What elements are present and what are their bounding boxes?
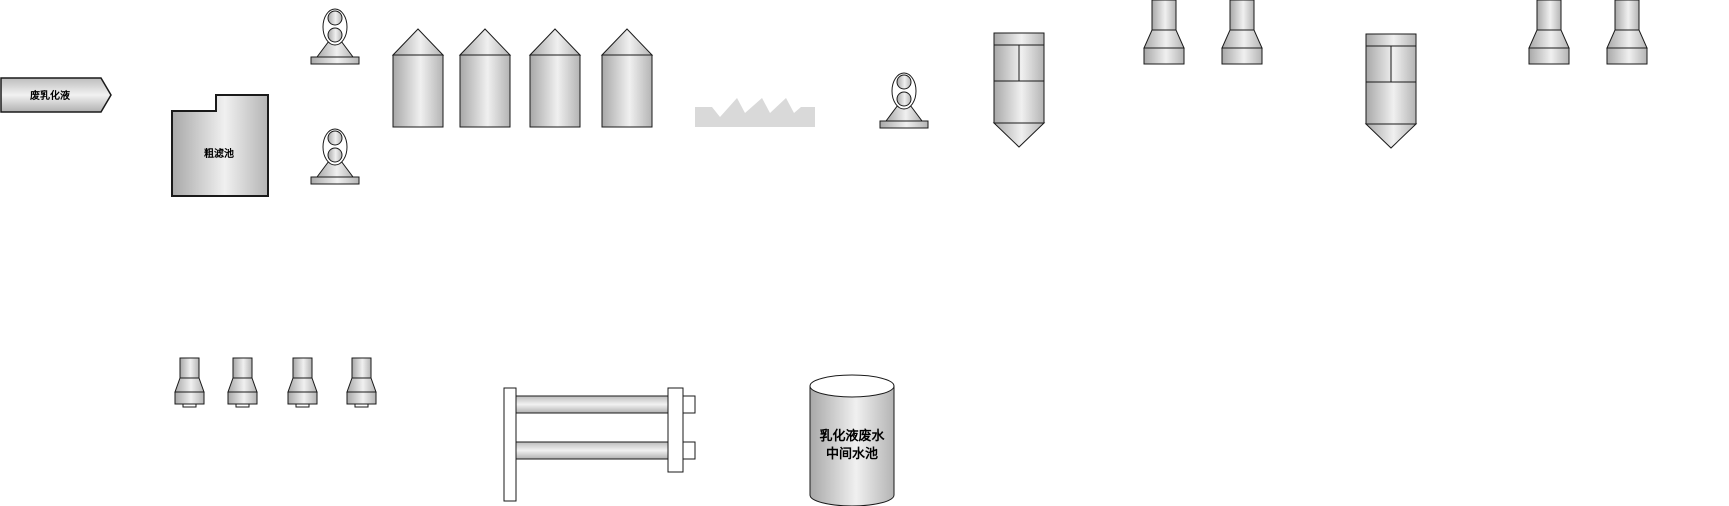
coarse-filter-label: 粗滤池 <box>204 147 234 160</box>
top-nozzle-3 <box>1528 0 1570 65</box>
bottom-nozzle-4 <box>346 357 377 408</box>
silo-1 <box>392 28 444 128</box>
inlet-label: 废乳化液 <box>30 89 70 102</box>
pump-lower <box>310 128 360 185</box>
top-nozzle-4 <box>1606 0 1648 65</box>
pool-label-line1: 乳化液废水 <box>819 428 885 444</box>
wave-media <box>695 98 815 127</box>
bottom-nozzle-2 <box>227 357 258 408</box>
pool-label-line2: 中间水池 <box>826 446 878 462</box>
silo-4 <box>601 28 653 128</box>
coarse-filter-tank: 粗滤池 <box>171 94 269 197</box>
intermediate-pool: 乳化液废水 中间水池 <box>809 374 895 506</box>
filter-press <box>503 387 696 502</box>
settling-tank-1 <box>993 32 1045 148</box>
settling-tank-2 <box>1365 33 1417 149</box>
bottom-nozzle-3 <box>287 357 318 408</box>
pump-middle <box>879 72 929 129</box>
inlet-arrow: 废乳化液 <box>0 77 112 113</box>
bottom-nozzle-1 <box>174 357 205 408</box>
top-nozzle-1 <box>1143 0 1185 65</box>
silo-2 <box>459 28 511 128</box>
top-nozzle-2 <box>1221 0 1263 65</box>
pump-upper <box>310 8 360 65</box>
silo-3 <box>529 28 581 128</box>
